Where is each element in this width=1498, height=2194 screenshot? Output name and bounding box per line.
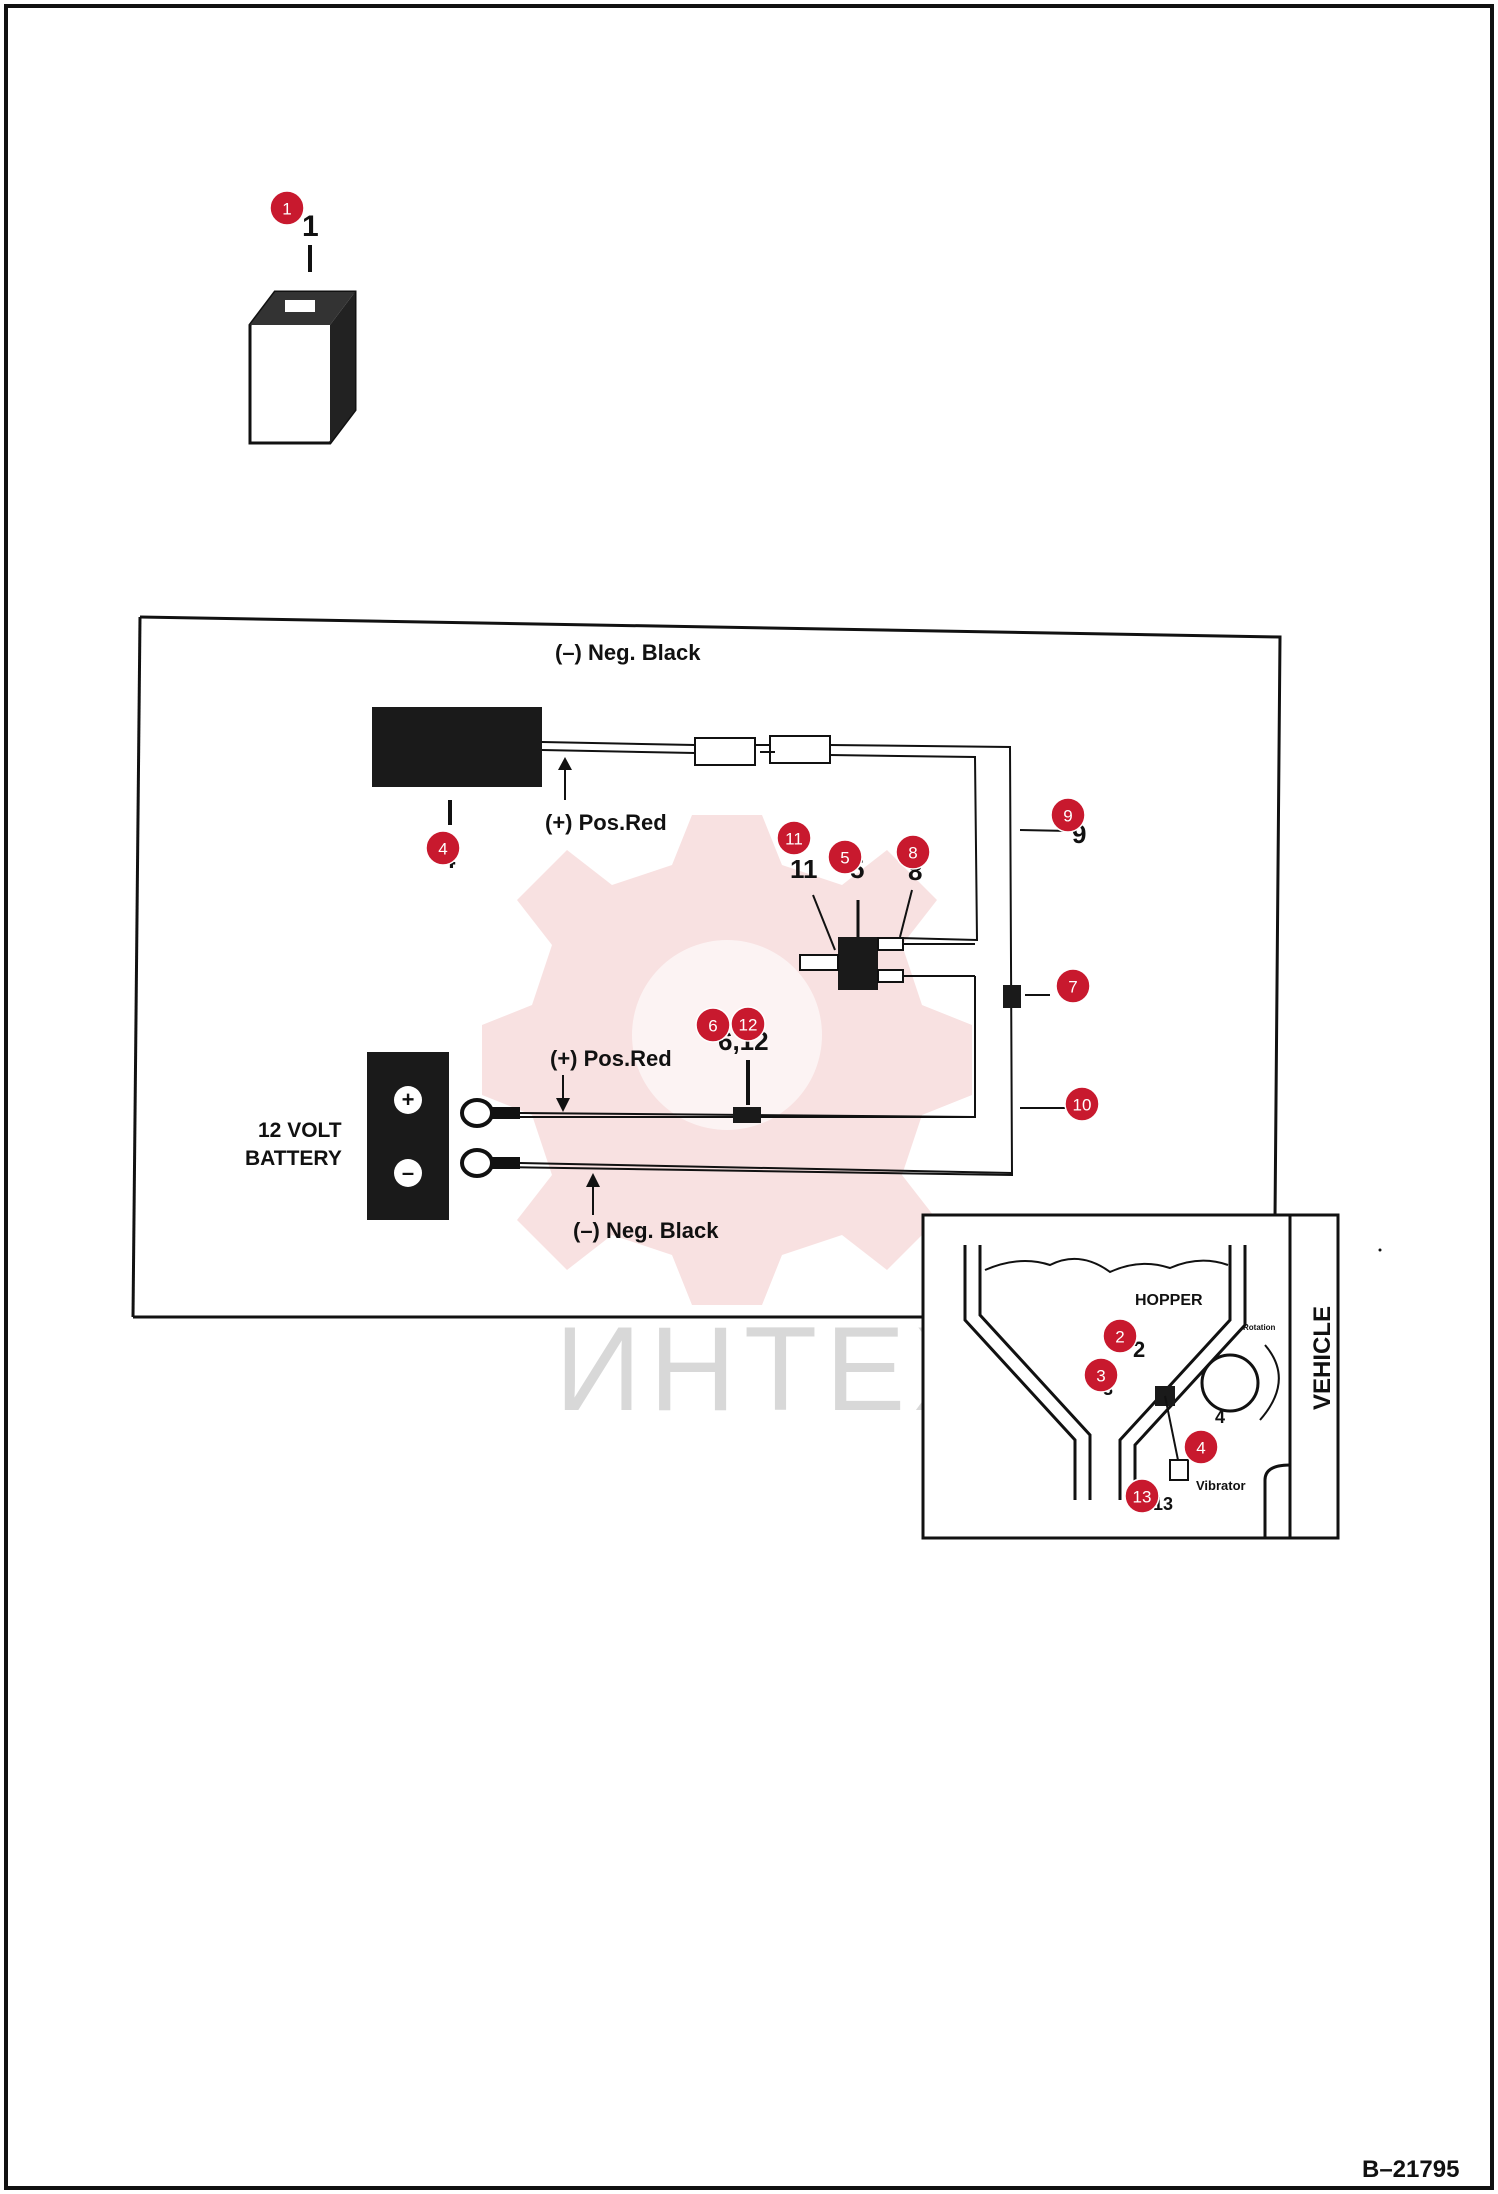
callout-circle xyxy=(1064,1086,1100,1122)
callout-markers: 1 4 11 5 8 9 7 6 12 10 2 3 4 13 xyxy=(269,190,1219,1514)
callout-number: 10 xyxy=(1073,1096,1092,1115)
drawing-number: B–21795 xyxy=(1362,2156,1459,2183)
callout-circle xyxy=(425,830,461,866)
callout-circle xyxy=(1055,968,1091,1004)
callout-number: 13 xyxy=(1133,1488,1152,1507)
fuse-holder xyxy=(1003,985,1021,1008)
callout-marker-2[interactable]: 2 xyxy=(1102,1318,1138,1354)
callout-number: 6 xyxy=(708,1017,717,1036)
callout-marker-5[interactable]: 5 xyxy=(827,839,863,875)
callout-number: 12 xyxy=(739,1016,758,1035)
callout-marker-7[interactable]: 7 xyxy=(1055,968,1091,1004)
neg-black-bottom-label: (–) Neg. Black xyxy=(573,1218,719,1243)
callout-number: 8 xyxy=(908,844,917,863)
callout-number: 11 xyxy=(785,830,803,849)
callout-marker-13[interactable]: 13 xyxy=(1124,1478,1160,1514)
inline-fuse xyxy=(733,1107,761,1123)
callout-circle xyxy=(1183,1429,1219,1465)
inset-rotation-label: Rotation xyxy=(1243,1323,1276,1332)
callout-circle xyxy=(827,839,863,875)
callout-marker-4[interactable]: 4 xyxy=(1183,1429,1219,1465)
callout-marker-6[interactable]: 6 xyxy=(695,1007,731,1043)
connector-pair xyxy=(694,735,831,766)
battery-minus-sign: – xyxy=(402,1160,414,1185)
callout-number: 4 xyxy=(1196,1439,1205,1458)
page-border xyxy=(4,4,1494,2190)
callout-number: 1 xyxy=(282,200,291,219)
pos-terminal-ring xyxy=(460,1098,520,1128)
callout-number: 5 xyxy=(840,849,849,868)
inset-label-4: 4 xyxy=(1215,1407,1225,1427)
callout-marker-12[interactable]: 12 xyxy=(730,1006,766,1042)
callout-marker-4[interactable]: 4 xyxy=(425,830,461,866)
pos-red-bottom-label: (+) Pos.Red xyxy=(550,1046,672,1071)
callout-marker-10[interactable]: 10 xyxy=(1064,1086,1100,1122)
inset-vehicle-label: VEHICLE xyxy=(1309,1306,1336,1410)
callout-marker-1[interactable]: 1 xyxy=(269,190,305,226)
callout-circle xyxy=(695,1007,731,1043)
callout-circle xyxy=(1083,1357,1119,1393)
callout-circle xyxy=(730,1006,766,1042)
callout-marker-8[interactable]: 8 xyxy=(895,834,931,870)
neg-terminal-ring xyxy=(460,1148,520,1178)
callout-number: 9 xyxy=(1063,807,1072,826)
battery-label-line1: 12 VOLT xyxy=(258,1119,342,1142)
battery: + – xyxy=(367,1052,449,1220)
callout-circle xyxy=(269,190,305,226)
battery-plus-sign: + xyxy=(402,1087,415,1112)
part-label-1: 1 xyxy=(302,210,319,243)
callout-marker-11[interactable]: 11 xyxy=(776,820,812,856)
vibrator-motor-block xyxy=(372,707,542,787)
callout-marker-3[interactable]: 3 xyxy=(1083,1357,1119,1393)
callout-circle xyxy=(895,834,931,870)
callout-circle xyxy=(1050,797,1086,833)
callout-marker-9[interactable]: 9 xyxy=(1050,797,1086,833)
stray-dot xyxy=(1378,1248,1382,1252)
callout-circle xyxy=(1124,1478,1160,1514)
part-label-11: 11 xyxy=(790,854,818,884)
callout-number: 3 xyxy=(1096,1367,1105,1386)
callout-number: 4 xyxy=(438,840,447,859)
neg-black-top-label: (–) Neg. Black xyxy=(555,640,701,665)
toggle-switch xyxy=(799,889,975,990)
callout-number: 2 xyxy=(1115,1328,1124,1347)
callout-number: 7 xyxy=(1068,978,1077,997)
pos-red-top-label: (+) Pos.Red xyxy=(545,810,667,835)
inset-hopper-label: HOPPER xyxy=(1135,1292,1203,1309)
callout-circle xyxy=(1102,1318,1138,1354)
watermark-text: ИНТЕХ xyxy=(555,1302,1001,1436)
inset-vibrator-label: Vibrator xyxy=(1196,1478,1246,1493)
callout-circle xyxy=(776,820,812,856)
battery-label-line2: BATTERY xyxy=(245,1147,342,1170)
part-1-box xyxy=(248,245,357,445)
